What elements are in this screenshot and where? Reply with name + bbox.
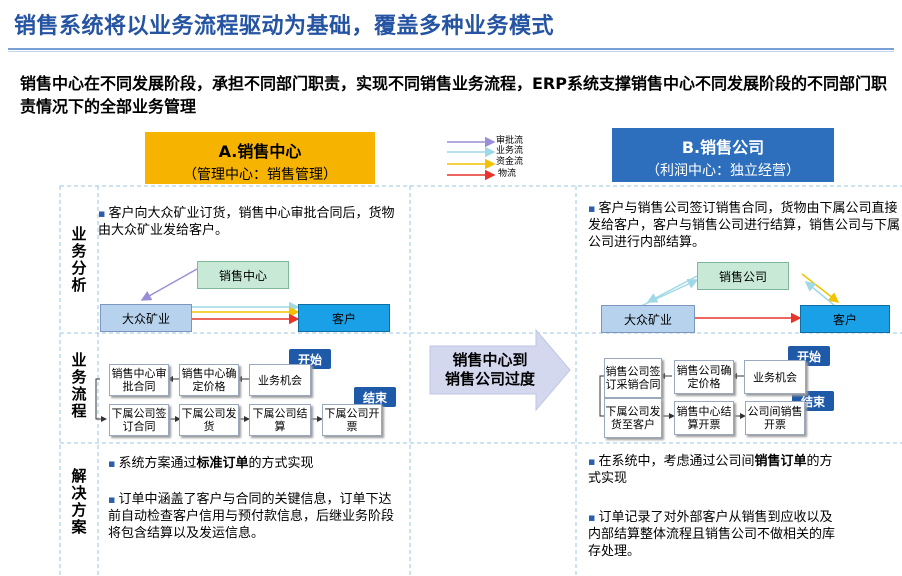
transition-arrow <box>429 328 571 412</box>
section-a-title: A.销售中心 <box>218 142 302 161</box>
node-sales-center: 销售中心 <box>197 261 289 289</box>
title-divider <box>8 48 894 50</box>
section-b-title: B.销售公司 <box>681 138 765 157</box>
process-a-step: 下属公司发货 <box>179 404 239 436</box>
solution-b-1-pre: 在系统中，考虑通过公司间 <box>598 454 755 469</box>
process-b-step: 销售中心结算开票 <box>674 401 734 435</box>
process-b-step: 业务机会 <box>744 360 806 394</box>
legend-capital: 资金流 <box>496 157 524 167</box>
legend-business: 业务流 <box>496 146 524 156</box>
solution-a-1-pre: 系统方案通过 <box>118 456 197 471</box>
page-subtitle: 销售中心在不同发展阶段，承担不同部门职责，实现不同销售业务流程，ERP系统支撑销… <box>20 74 887 116</box>
solution-b-1-post: 的方式实现 <box>588 454 833 486</box>
process-a-step: 下属公司签订合同 <box>109 404 169 436</box>
end-tag-a: 结束 <box>354 387 396 407</box>
section-b-header: B.销售公司 （利润中心：独立经营） <box>612 128 834 182</box>
transition-label: 销售中心到 销售公司过度 <box>440 351 540 389</box>
node-customer-b: 客户 <box>800 305 890 333</box>
process-a-step: 销售中心确定价格 <box>179 364 239 396</box>
solution-b-2: 订单记录了对外部客户从销售到应收以及内部结算整体流程且销售公司不做相关的库存处理… <box>588 509 838 560</box>
legend-logistics: 物流 <box>498 169 517 179</box>
process-a-step: 下属公司开票 <box>322 404 382 436</box>
process-a-step: 下属公司结算 <box>249 404 311 436</box>
row-label-solution: 解决方案 <box>71 467 87 536</box>
solution-a-2: 订单中涵盖了客户与合同的关键信息，订单下达前自动检查客户信用与预付款信息，后继业… <box>108 491 398 542</box>
page-title: 销售系统将以业务流程驱动为基础，覆盖多种业务模式 <box>14 14 555 39</box>
node-customer-a: 客户 <box>298 304 390 332</box>
process-b-step: 销售公司确定价格 <box>674 360 734 394</box>
process-b-step: 下属公司发货至客户 <box>604 398 662 438</box>
node-supplier-a: 大众矿业 <box>100 304 192 332</box>
solution-b-1: 在系统中，考虑通过公司间销售订单的方式实现 <box>588 453 838 487</box>
node-supplier-b: 大众矿业 <box>601 305 695 333</box>
solution-b-1-bold: 销售订单 <box>754 454 807 469</box>
legend-approval: 审批流 <box>496 136 524 146</box>
solution-a-1-post: 的方式实现 <box>248 456 314 471</box>
solution-a-1-bold: 标准订单 <box>196 456 249 471</box>
row-label-process: 业务流程 <box>71 351 87 420</box>
row-label-analysis: 业务分析 <box>71 225 87 294</box>
transition-line2: 销售公司过度 <box>444 370 535 388</box>
process-a-step: 销售中心审批合同 <box>109 364 169 396</box>
transition-line1: 销售中心到 <box>452 351 528 369</box>
section-a-subtitle: （管理中心：销售管理） <box>183 167 337 183</box>
process-b-step: 销售公司签订采销合同 <box>604 358 662 398</box>
node-sales-company: 销售公司 <box>697 262 789 290</box>
analysis-a-text: 客户向大众矿业订货，销售中心审批合同后，货物由大众矿业发给客户。 <box>98 205 398 239</box>
process-a-step: 业务机会 <box>249 364 311 396</box>
title-divider-light <box>8 51 894 52</box>
analysis-b-text: 客户与销售公司签订销售合同，货物由下属公司直接发给客户，客户与销售公司进行结算，… <box>588 200 900 251</box>
section-b-subtitle: （利润中心：独立经营） <box>646 163 800 179</box>
process-b-step: 公司间销售开票 <box>745 401 805 435</box>
solution-a-1: 系统方案通过标准订单的方式实现 <box>108 455 408 472</box>
section-a-header: A.销售中心 （管理中心：销售管理） <box>145 132 375 184</box>
